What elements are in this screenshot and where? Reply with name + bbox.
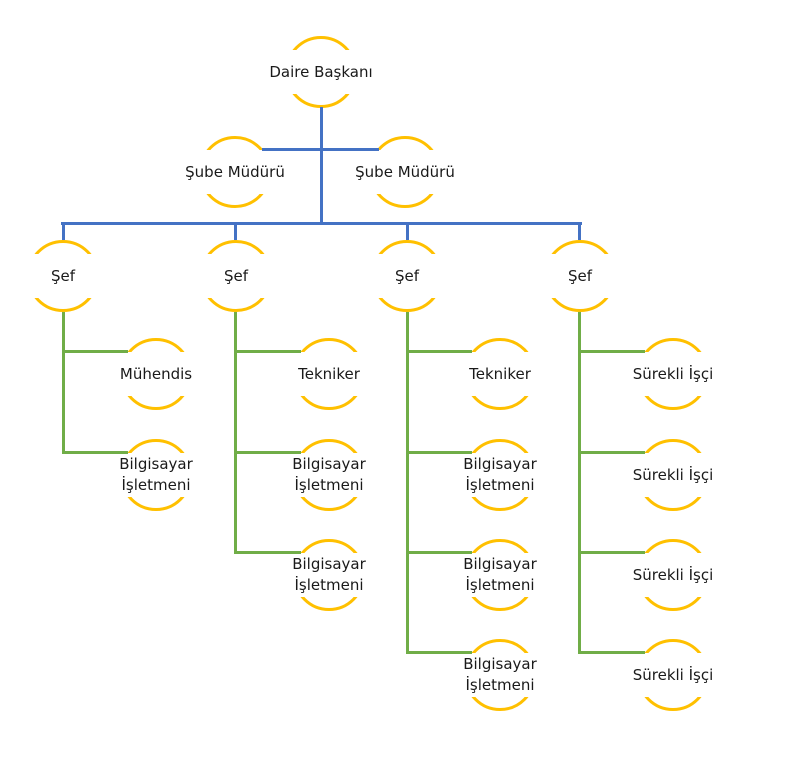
org-node-team2-member2: Bilgisayar İşletmeni (279, 439, 379, 511)
node-label-band: Bilgisayar İşletmeni (450, 653, 550, 697)
node-label-line: Şef (394, 266, 420, 285)
org-node-team4-member1: Sürekli İşçi (623, 338, 723, 410)
branch-4-stub-4 (578, 651, 645, 654)
node-label-band: Şube Müdürü (349, 150, 461, 194)
org-node-chief-2: Şef (186, 240, 286, 312)
org-node-team1-member2: Bilgisayar İşletmeni (106, 439, 206, 511)
node-label-line2: İşletmeni (294, 576, 364, 594)
org-node-team2-member3: Bilgisayar İşletmeni (279, 539, 379, 611)
node-label-line: Şube Müdürü (185, 162, 285, 181)
node-label-band: Bilgisayar İşletmeni (450, 453, 550, 497)
node-label-band: Bilgisayar İşletmeni (279, 453, 379, 497)
connector-chief-drop-1 (62, 225, 65, 240)
branch-1-stub-1 (62, 350, 128, 353)
connector-root-trunk (320, 107, 323, 225)
node-label-band: Bilgisayar İşletmeni (450, 553, 550, 597)
branch-3-stub-3 (406, 551, 472, 554)
node-label-band: Şube Müdürü (179, 150, 291, 194)
node-label-line: Şube Müdürü (355, 162, 455, 181)
org-node-team3-member1: Tekniker (450, 338, 550, 410)
node-label-line2: İşletmeni (465, 576, 535, 594)
node-label-band: Sürekli İşçi (623, 653, 723, 697)
node-label-line1: Sürekli İşçi (632, 364, 714, 383)
branch-3-trunk (406, 312, 409, 654)
connector-chief-drop-2 (234, 225, 237, 240)
node-label-band: Daire Başkanı (263, 50, 379, 94)
node-label-line2: İşletmeni (465, 676, 535, 694)
branch-2-stub-3 (234, 551, 301, 554)
branch-1-trunk (62, 312, 65, 454)
org-node-chief-1: Şef (13, 240, 113, 312)
node-label-line2: İşletmeni (294, 476, 364, 494)
node-label-band: Mühendis (106, 352, 206, 396)
branch-4-stub-2 (578, 451, 645, 454)
org-node-team4-member4: Sürekli İşçi (623, 639, 723, 711)
node-label-line1: Sürekli İşçi (632, 465, 714, 484)
node-label-line1: Bilgisayar (292, 455, 366, 473)
branch-3-stub-4 (406, 651, 472, 654)
org-node-team4-member3: Sürekli İşçi (623, 539, 723, 611)
branch-4-stub-1 (578, 350, 645, 353)
node-label-line2: İşletmeni (465, 476, 535, 494)
node-label-band: Tekniker (279, 352, 379, 396)
node-label-line1: Tekniker (469, 364, 531, 383)
node-label-line1: Bilgisayar (463, 555, 537, 573)
org-node-chief-4: Şef (530, 240, 630, 312)
node-label-line1: Bilgisayar (119, 455, 193, 473)
node-label-line1: Bilgisayar (292, 555, 366, 573)
branch-3-stub-1 (406, 350, 472, 353)
connector-chiefs-bus (61, 222, 582, 225)
org-node-team2-member1: Tekniker (279, 338, 379, 410)
branch-1-stub-2 (62, 451, 128, 454)
node-label-line1: Sürekli İşçi (632, 665, 714, 684)
node-label-line: Şef (50, 266, 76, 285)
branch-4-stub-3 (578, 551, 645, 554)
org-node-chief-3: Şef (357, 240, 457, 312)
org-node-team3-member4: Bilgisayar İşletmeni (450, 639, 550, 711)
branch-3-stub-2 (406, 451, 472, 454)
org-node-team3-member2: Bilgisayar İşletmeni (450, 439, 550, 511)
org-node-root: Daire Başkanı (263, 36, 379, 108)
org-node-manager-2: Şube Müdürü (349, 136, 461, 208)
node-label-band: Şef (530, 254, 630, 298)
node-label-line1: Tekniker (298, 364, 360, 383)
node-label-line: Şef (223, 266, 249, 285)
org-node-team3-member3: Bilgisayar İşletmeni (450, 539, 550, 611)
node-label-line1: Sürekli İşçi (632, 565, 714, 584)
org-node-team1-member1: Mühendis (106, 338, 206, 410)
node-label-band: Tekniker (450, 352, 550, 396)
node-label-band: Şef (186, 254, 286, 298)
node-label-line: Daire Başkanı (269, 62, 373, 81)
branch-2-stub-2 (234, 451, 301, 454)
node-label-line1: Mühendis (119, 364, 193, 383)
branch-4-trunk (578, 312, 581, 654)
node-label-band: Sürekli İşçi (623, 453, 723, 497)
node-label-line1: Bilgisayar (463, 655, 537, 673)
node-label-band: Bilgisayar İşletmeni (279, 553, 379, 597)
node-label-band: Sürekli İşçi (623, 553, 723, 597)
org-node-team4-member2: Sürekli İşçi (623, 439, 723, 511)
node-label-band: Bilgisayar İşletmeni (106, 453, 206, 497)
node-label-line1: Bilgisayar (463, 455, 537, 473)
node-label-band: Sürekli İşçi (623, 352, 723, 396)
connector-managers-bar (262, 148, 379, 151)
node-label-band: Şef (13, 254, 113, 298)
branch-2-trunk (234, 312, 237, 554)
branch-2-stub-1 (234, 350, 301, 353)
node-label-line2: İşletmeni (121, 476, 191, 494)
connector-chief-drop-4 (578, 225, 581, 240)
node-label-line: Şef (567, 266, 593, 285)
connector-chief-drop-3 (406, 225, 409, 240)
org-node-manager-1: Şube Müdürü (179, 136, 291, 208)
node-label-band: Şef (357, 254, 457, 298)
